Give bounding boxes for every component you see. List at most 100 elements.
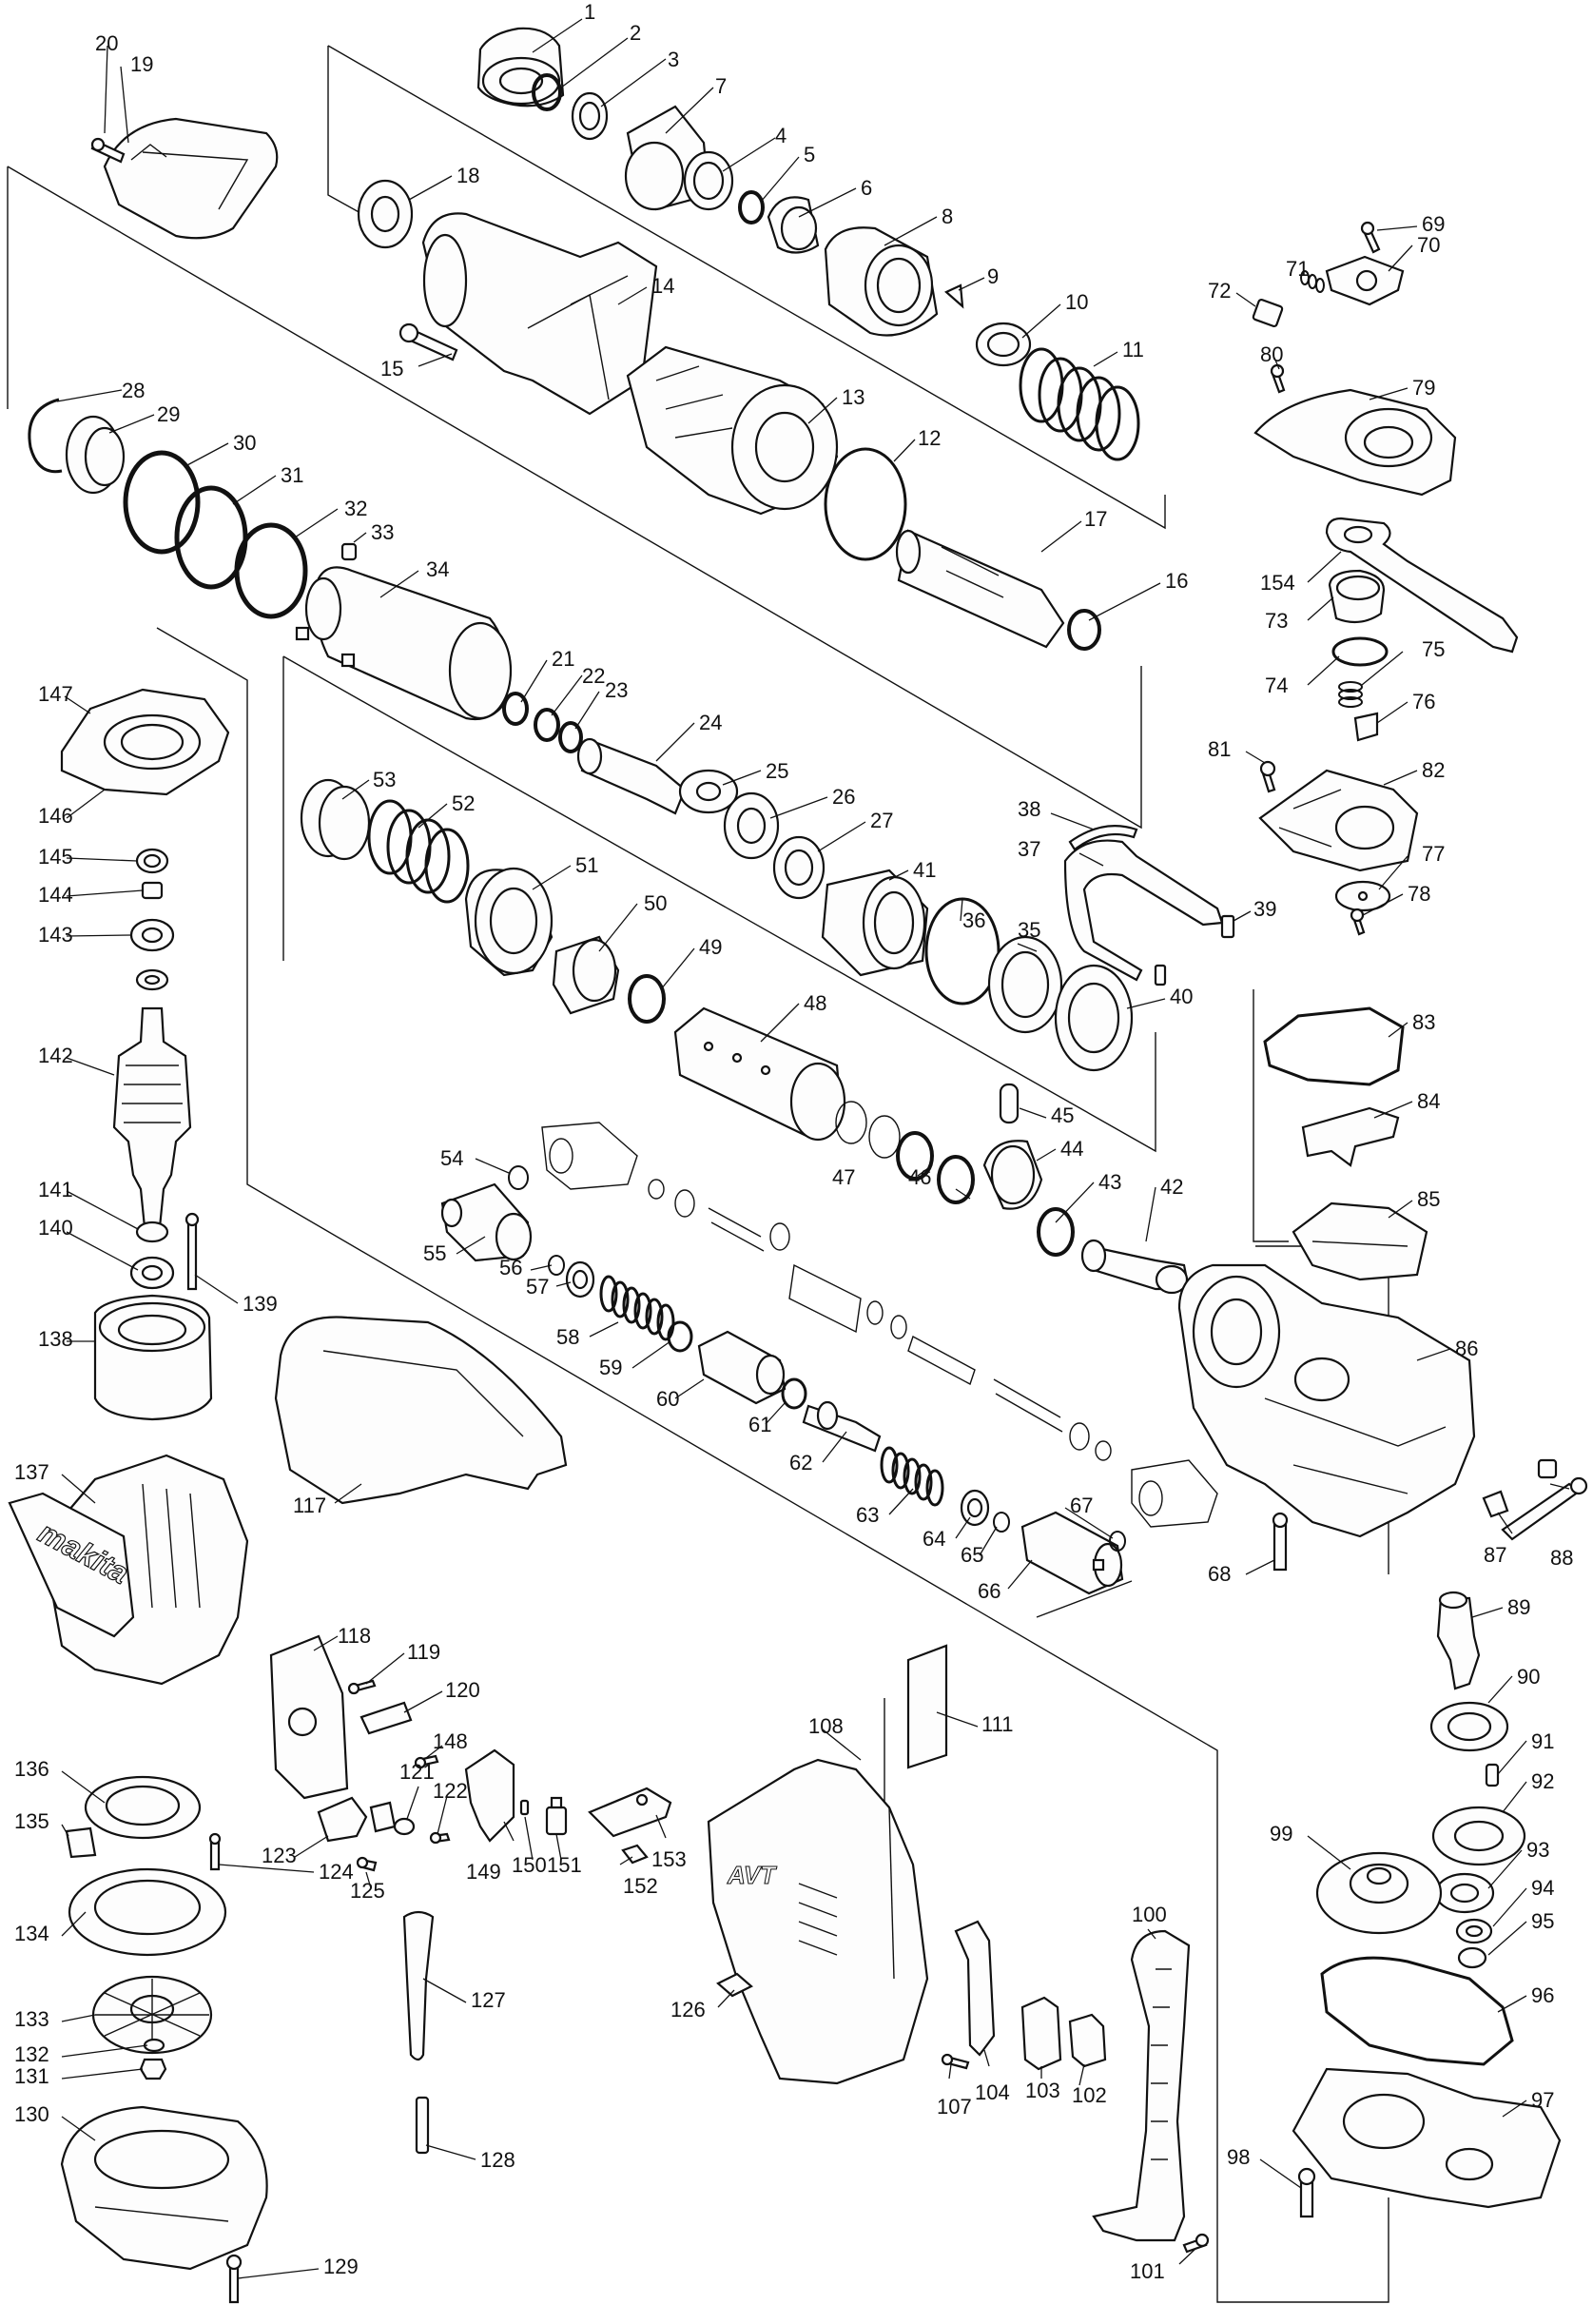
connector-120 [359,1701,413,1735]
disc-77 [1334,880,1391,912]
o-ring-65 [993,1512,1010,1533]
callout-59: 59 [599,1356,622,1379]
callout-154: 154 [1260,571,1295,595]
callout-41: 41 [913,858,936,882]
ghost-inner-parts [648,1179,1218,1528]
screw-20 [90,137,126,164]
ring-26 [723,791,780,860]
callout-81: 81 [1208,737,1231,761]
callout-16: 16 [1165,569,1188,593]
ring-23 [558,721,583,753]
armature-142 [112,1006,192,1229]
callout-131: 131 [14,2064,49,2088]
callout-139: 139 [243,1292,278,1316]
holder-102 [1068,2013,1107,2068]
callout-27: 27 [870,809,893,832]
callout-51: 51 [575,853,598,877]
spring-63 [880,1446,944,1507]
connecting-rod-42 [1080,1239,1191,1295]
callout-144: 144 [38,883,73,907]
callout-72: 72 [1208,279,1231,303]
callout-108: 108 [808,1714,844,1738]
callout-95: 95 [1531,1909,1554,1933]
change-lever-37 [1063,839,1224,982]
nut-131 [139,2058,167,2080]
callout-4: 4 [775,124,787,147]
bracket-70 [1325,255,1405,306]
key-91 [1485,1763,1500,1787]
bracket-84 [1301,1106,1400,1167]
callout-13: 13 [842,385,864,409]
callout-101: 101 [1130,2259,1165,2283]
callout-28: 28 [122,379,145,402]
ring-27 [772,835,826,900]
screw-78 [1350,908,1366,936]
callout-37: 37 [1018,837,1040,861]
callout-11: 11 [1122,338,1144,361]
callout-7: 7 [715,74,727,98]
callout-147: 147 [38,682,73,706]
switch-149 [464,1748,515,1843]
callout-99: 99 [1270,1822,1292,1846]
bevel-gear-51 [464,867,554,977]
clip-135 [65,1826,97,1859]
callout-129: 129 [323,2255,359,2278]
callout-84: 84 [1417,1089,1440,1113]
o-ring-2 [532,73,562,111]
piston-44 [982,1140,1043,1210]
callout-107: 107 [937,2095,972,2119]
screw-69 [1360,221,1381,254]
callout-22: 22 [582,664,605,688]
bolt-15 [398,322,458,361]
ring-29 [65,415,126,495]
pin-45 [999,1083,1020,1124]
callout-23: 23 [605,678,628,702]
baffle-147 [60,688,230,796]
callout-55: 55 [423,1241,446,1265]
ring-6 [767,196,820,254]
callout-53: 53 [373,768,396,791]
label-111 [906,1644,948,1769]
callout-88: 88 [1550,1546,1573,1570]
callout-102: 102 [1072,2083,1107,2107]
ring-10 [975,322,1032,367]
callout-90: 90 [1517,1665,1540,1689]
callout-48: 48 [804,991,826,1015]
callout-149: 149 [466,1860,501,1884]
field-138 [93,1294,213,1421]
callout-50: 50 [644,891,667,915]
assembly-boundary-lines [7,45,1389,2303]
callout-132: 132 [14,2042,49,2066]
tool-holder-13 [626,345,839,516]
callout-42: 42 [1160,1175,1183,1199]
o-ring-21 [502,692,529,726]
frame-85 [1292,1201,1428,1281]
callout-36: 36 [962,908,985,932]
knob-153 [588,1787,672,1838]
ring-22 [534,708,560,742]
ring-30 [123,450,201,555]
callout-92: 92 [1531,1769,1554,1793]
callout-87: 87 [1484,1543,1506,1567]
callout-138: 138 [38,1327,73,1351]
gasket-96 [1320,1956,1514,2066]
chuck-cap-1 [476,27,565,107]
leaf-spring-38 [1068,825,1138,851]
callout-100: 100 [1132,1903,1167,1926]
callout-97: 97 [1531,2088,1554,2112]
screw-124 [208,1832,222,1871]
callout-25: 25 [766,759,788,783]
screw-80 [1270,363,1286,394]
sleeve-66 [1020,1511,1124,1595]
callout-94: 94 [1531,1876,1554,1900]
callout-127: 127 [471,1988,506,2012]
washer-3 [571,91,609,141]
callout-62: 62 [789,1451,812,1474]
lever-104 [954,1920,996,2057]
callout-80: 80 [1260,342,1283,366]
callout-119: 119 [407,1640,440,1664]
callout-30: 30 [233,431,256,455]
bracket-123-group [317,1796,397,1843]
gasket-83 [1263,1006,1405,1086]
callout-15: 15 [380,357,403,381]
